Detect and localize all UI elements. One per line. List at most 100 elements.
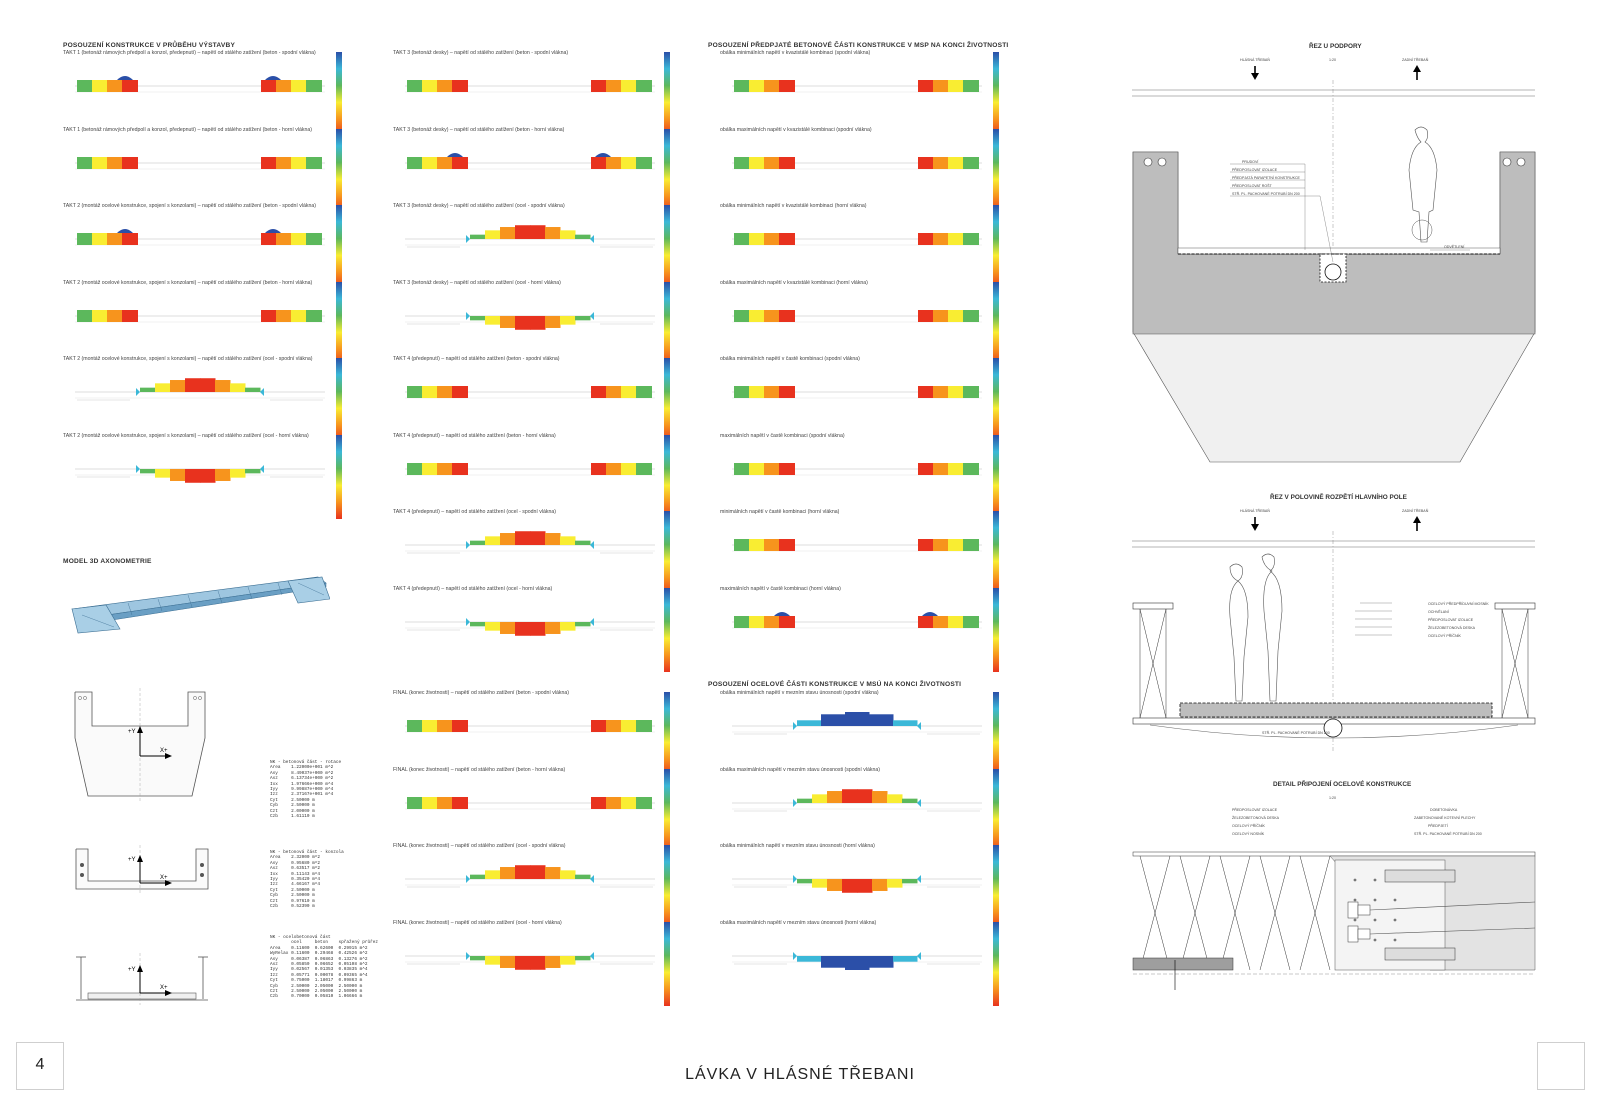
stress-band-right [261,309,322,322]
stress-plot [732,309,982,322]
stress-band-left [77,80,138,92]
stress-band-right [918,156,979,169]
stress-band-right [918,615,979,628]
stress-plot [732,875,982,893]
color-scale-bar [664,511,670,595]
stress-plot [405,386,655,399]
color-scale-legend [664,358,722,442]
color-scale-legend [993,52,1051,136]
stress-band-right [591,720,652,732]
support-section-title: ŘEZ U PODPORY [1309,43,1362,50]
support-label-4: PŘEDPOSLOVAT ROŠT [1232,184,1272,188]
stress-band-left [734,80,795,92]
midspan-section-title: ŘEZ V POLOVINĚ ROZPĚTÍ HLAVNÍHO POLE [1270,494,1407,501]
stress-plot [75,309,325,322]
stress-peak-left [117,229,133,233]
midspan-label-2: OCHVĚLANÍ [1428,610,1449,614]
color-scale-legend [336,52,394,136]
stress-plot [75,229,325,246]
plot-caption: TAKT 2 (montáž ocelové konstrukce, spoje… [63,432,309,439]
color-scale-bar [993,358,999,442]
cross-section-console-diagram: +Y X+ [75,845,209,895]
support-axis-label: 1:20 [1329,58,1336,62]
stress-curve [140,468,261,483]
stress-plot [732,951,982,970]
color-scale-bar [664,205,670,289]
midspan-label-1: OCELOVÝ PŘEDPŘÍDUVNÍ MOSNÍK [1428,602,1489,606]
stress-plot [405,617,655,636]
plot-caption: obálka minimálních napětí v mezním stavu… [720,690,879,696]
plot-caption: obálka minimálních napětí v kvazistálé k… [720,203,867,209]
color-scale-legend [993,434,1051,519]
color-scale-legend [993,692,1051,776]
plot-caption: TAKT 4 (předepnutí) – napětí od stálého … [393,585,553,592]
color-scale-legend [993,768,1051,853]
plot-caption: TAKT 2 (montáž ocelové konstrukce, spoje… [63,356,313,362]
stress-curve [470,955,591,970]
stress-curve [797,712,918,726]
color-scale-legend [993,281,1051,366]
color-scale-bar [664,768,670,853]
stress-curve [470,225,591,239]
color-scale-bar [664,845,670,929]
color-scale-legend [664,845,722,929]
plot-caption: TAKT 3 (betonáž desky) – napětí od stálé… [393,126,565,133]
detail-axis-label: 1:20 [1329,796,1336,800]
stress-band-left [77,156,138,169]
support-right-label: ODVĚTLENÍ [1444,245,1465,249]
stress-band-right [591,156,652,169]
stress-plot [75,156,325,169]
stress-plot [732,462,982,475]
stress-band-right [261,156,322,169]
stress-band-left [77,233,138,245]
plot-caption: maximálních napětí v častě kombinaci (ho… [720,585,841,592]
stress-peak-left [447,152,463,157]
stress-curve [470,315,591,330]
color-scale-bar [993,281,999,366]
page-title: LÁVKA V HLÁSNÉ TŘEBANI [685,1066,915,1083]
color-scale-legend [664,921,722,1006]
stress-curve [797,879,918,893]
stress-band-left [734,156,795,169]
color-scale-bar [664,692,670,776]
section-props-3: NK - ocelobetonová část ocel beton spřaž… [270,935,379,1000]
color-scale-legend [664,511,722,595]
color-scale-bar [336,358,342,442]
plot-caption: TAKT 3 (betonáž desky) – napětí od stálé… [393,50,569,56]
stress-curve [470,865,591,879]
color-scale-legend [664,281,722,366]
cross-section-box-diagram: +Y X+ [74,688,206,803]
color-scale-legend [664,692,722,776]
cross-section-composite-diagram: +Y X+ [76,953,208,1005]
stress-plot [405,720,655,733]
stress-band-right [918,539,979,551]
svg-text:X+: X+ [160,748,168,754]
color-scale-bar [336,128,342,213]
color-scale-bar [993,692,999,776]
stress-band-left [734,309,795,322]
detail-label-left-3: OCELOVÝ PŘÍČNÍK [1232,824,1265,828]
stress-plot [405,462,655,475]
color-scale-legend [993,511,1051,595]
stress-plot [732,233,982,246]
stress-band-right [918,462,979,475]
stress-plot [405,531,655,554]
color-scale-legend [336,358,394,442]
stress-plot [405,951,655,970]
stress-curve [140,378,261,392]
color-scale-bar [664,52,670,136]
color-scale-legend [993,587,1051,672]
color-scale-legend [336,281,394,366]
support-section-drawing [1132,65,1536,463]
plot-caption: obálka minimálních napětí v mezním stavu… [720,843,875,849]
svg-text:X+: X+ [160,875,168,881]
support-left-direction: HLÁSNÁ TŘEBAŇ [1240,58,1270,62]
color-scale-bar [993,128,999,213]
stress-plot [732,80,982,93]
stress-band-left [407,80,468,92]
stress-peak-right [265,76,281,80]
plot-caption: TAKT 4 (předepnutí) – napětí od stálého … [393,509,557,515]
plot-caption: TAKT 3 (betonáž desky) – napětí od stálé… [393,279,561,286]
color-scale-bar [336,205,342,289]
